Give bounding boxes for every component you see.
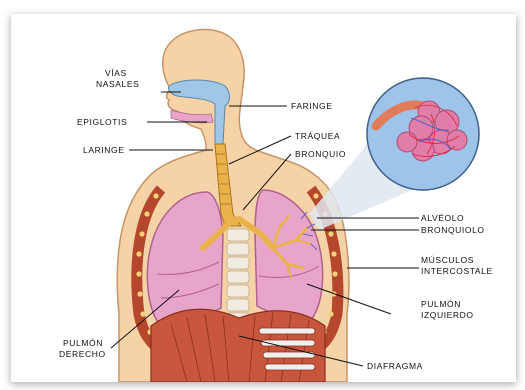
label-diafragma: DIAFRAGMA	[367, 361, 423, 371]
label-traquea: TRÁQUEA	[295, 131, 340, 141]
label-musculos-1: MÚSCULOS	[421, 255, 474, 265]
label-vias-nasales-1: VÍAS	[105, 68, 127, 78]
label-pulmon-derecho-1: PULMÓN	[63, 338, 103, 348]
label-laringe: LARINGE	[83, 145, 125, 155]
label-pulmon-derecho-2: DERECHO	[59, 349, 106, 359]
label-vias-nasales-2: NASALES	[96, 79, 139, 89]
label-alveolo: ALVÉOLO	[421, 213, 464, 223]
respiratory-system-diagram: VÍAS NASALES FARINGE EPIGLOTIS LARINGE T…	[11, 14, 516, 382]
label-pulmon-izquierdo-2: IZQUIERDO	[421, 310, 474, 320]
alveolus-zoom	[367, 78, 479, 190]
label-pulmon-izquierdo-1: PULMÓN	[421, 299, 461, 309]
label-faringe: FARINGE	[291, 101, 333, 111]
label-epiglotis: EPIGLOTIS	[77, 117, 127, 127]
diagram-card: VÍAS NASALES FARINGE EPIGLOTIS LARINGE T…	[11, 14, 516, 382]
spine	[227, 229, 249, 325]
label-bronquio: BRONQUIO	[295, 149, 346, 159]
label-bronquiolo: BRONQUIOLO	[421, 225, 485, 235]
label-musculos-2: INTERCOSTALE	[421, 266, 493, 276]
